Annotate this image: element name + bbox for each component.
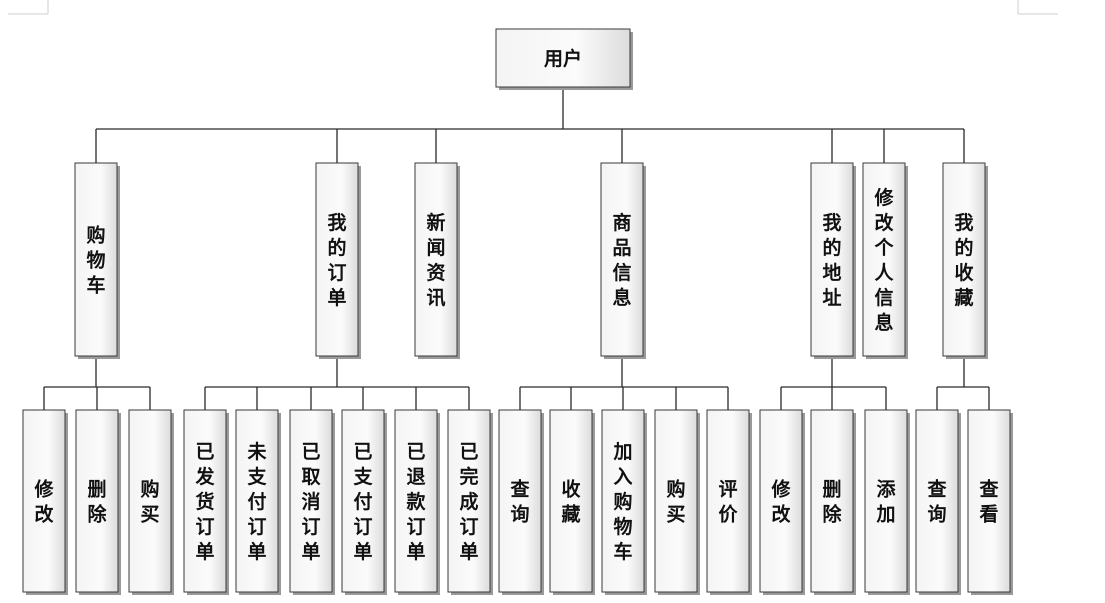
module-favorites-label: 我的收藏 xyxy=(954,212,973,309)
child-orders-1: 未支付订单 xyxy=(235,409,281,595)
box-frame xyxy=(235,409,279,593)
diagram-nodes: 用户购物车修改删除购买我的订单已发货订单未支付订单已取消订单已支付订单已退款订单… xyxy=(22,28,1013,595)
box-frame xyxy=(22,409,66,593)
box-frame xyxy=(810,162,854,357)
child-favorites-0-label: 查询 xyxy=(926,478,947,526)
box-frame xyxy=(447,409,491,593)
child-product-4: 评价 xyxy=(706,409,752,595)
child-orders-4-label: 已退款订单 xyxy=(406,441,426,563)
child-product-3-label: 购买 xyxy=(666,478,685,526)
box-frame xyxy=(915,409,959,593)
module-news: 新闻资讯 xyxy=(414,162,460,359)
module-profile: 修改个人信息 xyxy=(862,162,908,359)
child-orders-0: 已发货订单 xyxy=(183,409,229,595)
child-address-0-label: 修改 xyxy=(770,478,791,526)
module-product: 商品信息 xyxy=(600,162,646,359)
box-frame xyxy=(967,409,1011,593)
child-orders-3-label: 已支付订单 xyxy=(352,441,373,563)
child-orders-1-label: 未支付订单 xyxy=(246,440,267,563)
child-product-1-label: 收藏 xyxy=(561,478,580,526)
box-frame xyxy=(394,409,438,593)
child-orders-5-label: 已完成订单 xyxy=(459,441,478,563)
box-frame xyxy=(654,409,698,593)
child-product-0-label: 查询 xyxy=(509,478,530,526)
child-cart-0-label: 修改 xyxy=(33,478,54,526)
connector-lines xyxy=(43,87,990,410)
child-address-0: 修改 xyxy=(759,409,805,595)
child-orders-5: 已完成订单 xyxy=(447,409,493,595)
box-frame xyxy=(74,162,118,357)
module-address: 我的地址 xyxy=(810,162,856,359)
child-orders-0-label: 已发货订单 xyxy=(194,441,215,563)
child-cart-1: 删除 xyxy=(75,409,121,595)
child-orders-2: 已取消订单 xyxy=(289,409,335,595)
child-orders-4: 已退款订单 xyxy=(394,409,440,595)
child-address-2-label: 添加 xyxy=(875,478,896,526)
box-frame xyxy=(706,409,750,593)
box-frame xyxy=(495,28,631,88)
box-frame xyxy=(341,409,385,593)
box-frame xyxy=(549,409,593,593)
module-orders: 我的订单 xyxy=(315,162,361,359)
box-frame xyxy=(942,162,986,357)
child-product-2-label: 加入购物车 xyxy=(612,441,632,563)
child-cart-1-label: 删除 xyxy=(87,479,107,526)
box-frame xyxy=(810,409,854,593)
box-frame xyxy=(498,409,542,593)
box-frame xyxy=(128,409,172,593)
child-favorites-0: 查询 xyxy=(915,409,961,595)
child-address-1-label: 删除 xyxy=(822,479,842,526)
box-frame xyxy=(862,162,906,357)
child-favorites-1-label: 查看 xyxy=(978,478,999,526)
child-address-1: 删除 xyxy=(810,409,856,595)
child-cart-2: 购买 xyxy=(128,409,174,595)
box-frame xyxy=(414,162,458,357)
box-frame xyxy=(759,409,803,593)
module-cart-label: 购物车 xyxy=(86,224,105,297)
child-address-2: 添加 xyxy=(864,409,910,595)
child-product-2: 加入购物车 xyxy=(601,409,647,595)
module-address-label: 我的地址 xyxy=(822,212,841,309)
module-orders-label: 我的订单 xyxy=(327,212,346,309)
box-frame xyxy=(289,409,333,593)
child-cart-2-label: 购买 xyxy=(140,478,159,526)
module-product-label: 商品信息 xyxy=(612,211,631,309)
module-news-label: 新闻资讯 xyxy=(426,211,445,309)
child-cart-0: 修改 xyxy=(22,409,68,595)
box-frame xyxy=(600,162,644,357)
module-favorites: 我的收藏 xyxy=(942,162,988,359)
child-product-3: 购买 xyxy=(654,409,700,595)
child-orders-2-label: 已取消订单 xyxy=(301,441,320,563)
root-node: 用户 xyxy=(495,28,633,90)
child-product-1: 收藏 xyxy=(549,409,595,595)
box-frame xyxy=(183,409,227,593)
child-product-0: 查询 xyxy=(498,409,544,595)
box-frame xyxy=(315,162,359,357)
module-profile-label: 修改个人信息 xyxy=(873,186,894,334)
box-frame xyxy=(75,409,119,593)
root-node-label: 用户 xyxy=(544,47,582,70)
child-favorites-1: 查看 xyxy=(967,409,1013,595)
child-product-4-label: 评价 xyxy=(718,479,738,526)
box-frame xyxy=(864,409,908,593)
box-frame xyxy=(601,409,645,593)
child-orders-3: 已支付订单 xyxy=(341,409,387,595)
module-cart: 购物车 xyxy=(74,162,120,359)
